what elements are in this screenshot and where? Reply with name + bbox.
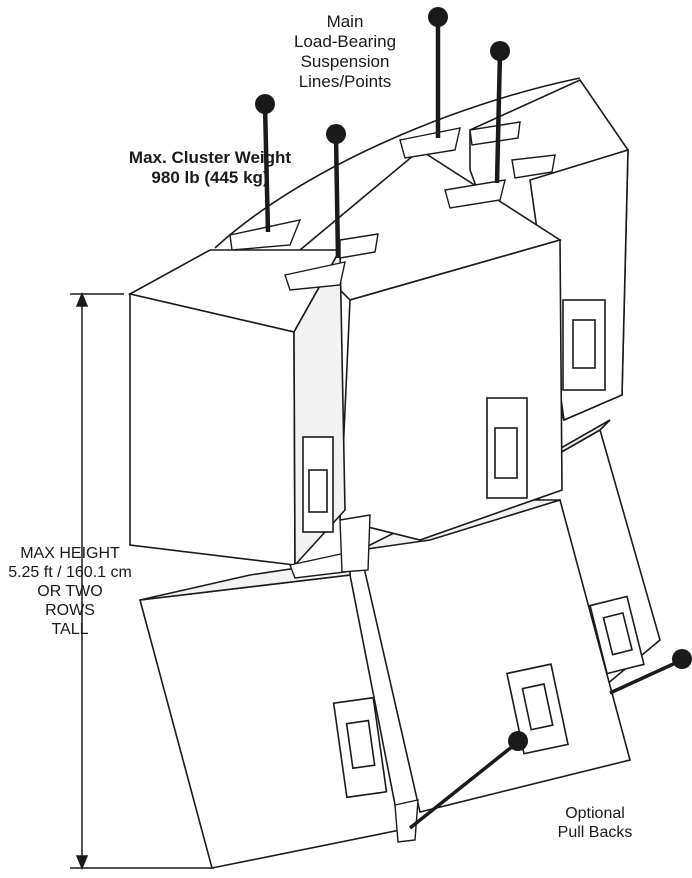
label-line: Lines/Points xyxy=(298,72,392,92)
label-line: Main xyxy=(326,12,364,31)
rigging-brackets xyxy=(229,121,556,843)
label-line: Suspension xyxy=(300,52,390,72)
label-line: 5.25 ft / 160.1 cm xyxy=(8,563,132,581)
suspension-points-label: Main Load-Bearing Suspension Lines/Point… xyxy=(270,12,420,92)
label-line: Max. Cluster Weight xyxy=(128,148,292,167)
label-line: Optional xyxy=(565,805,625,822)
height-dimension-line xyxy=(70,292,214,870)
label-line: TALL xyxy=(51,620,89,638)
top-left-speaker xyxy=(127,247,346,568)
label-line: 980 lb (445 kg) xyxy=(151,168,269,188)
bottom-middle-speaker xyxy=(359,499,631,813)
max-height-label: MAX HEIGHT 5.25 ft / 160.1 cm OR TWO ROW… xyxy=(0,545,140,639)
pull-back-lines xyxy=(408,649,692,830)
top-middle-speaker xyxy=(298,149,563,541)
optional-pull-backs-label: Optional Pull Backs xyxy=(550,805,640,843)
cluster-top-edge xyxy=(214,77,581,249)
suspension-lines xyxy=(255,7,510,259)
label-line: OR TWO xyxy=(37,582,103,600)
bottom-left-speaker xyxy=(138,559,401,869)
label-line: Pull Backs xyxy=(557,823,633,841)
label-line: ROWS xyxy=(45,601,95,619)
max-cluster-weight-label: Max. Cluster Weight 980 lb (445 kg) xyxy=(110,148,310,188)
label-line: Load-Bearing xyxy=(293,32,397,52)
label-line: MAX HEIGHT xyxy=(20,545,120,562)
